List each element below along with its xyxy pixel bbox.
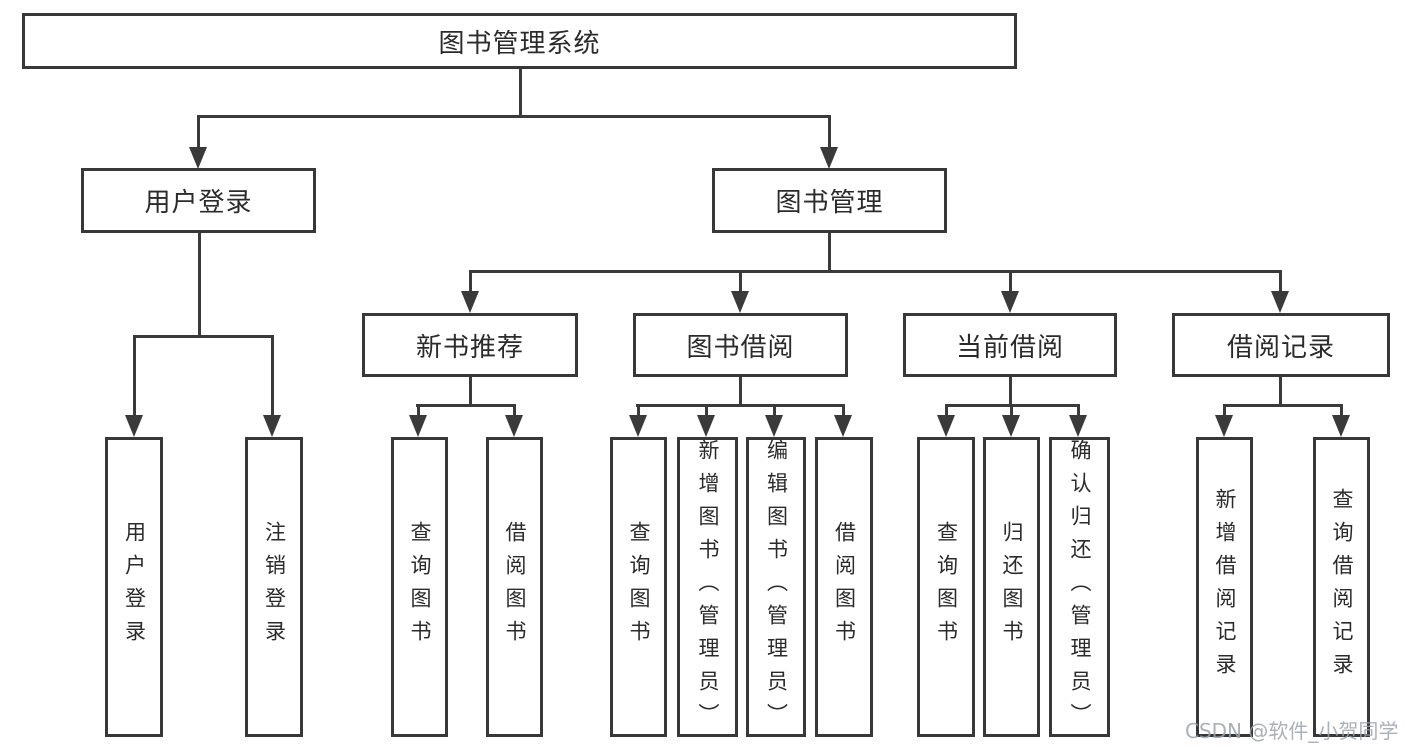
arrowhead-nb-query bbox=[409, 415, 427, 437]
arrowhead-login-leaf bbox=[125, 415, 143, 437]
arrowhead-cb-return bbox=[1002, 415, 1020, 437]
arrowhead-bb-query bbox=[629, 415, 647, 437]
leaf-nb-borrow-books: 借阅图书 bbox=[486, 437, 543, 737]
connector-drop-bb-edit bbox=[773, 404, 776, 416]
connector-drop-nb-borrow bbox=[513, 404, 516, 416]
leaf-br-query-record: 查询借阅记录 bbox=[1313, 437, 1370, 737]
connector-drop-current-borrow bbox=[1009, 270, 1012, 292]
connector-root-rail bbox=[197, 115, 831, 118]
leaf-cb-confirm-return-admin: 确认归还（管理员） bbox=[1049, 437, 1110, 737]
connector-new-book-rail bbox=[416, 404, 516, 407]
arrowhead-current-borrow bbox=[1001, 291, 1019, 313]
connector-drop-br-query bbox=[1340, 404, 1343, 416]
leaf-nb-query-books: 查询图书 bbox=[391, 437, 448, 737]
leaf-logout-label: 注销登录 bbox=[262, 521, 287, 653]
connector-drop-login-leaf bbox=[133, 335, 136, 416]
connector-root-drop-left bbox=[197, 115, 200, 148]
connector-drop-cb-query bbox=[945, 404, 948, 416]
leaf-user-login: 用户登录 bbox=[105, 437, 163, 737]
leaf-cb-query-books-label: 查询图书 bbox=[934, 521, 959, 653]
leaf-user-login-label: 用户登录 bbox=[122, 521, 147, 653]
node-current-borrowing: 当前借阅 bbox=[903, 313, 1117, 377]
leaf-logout: 注销登录 bbox=[245, 437, 303, 737]
arrowhead-book-borrow bbox=[731, 291, 749, 313]
connector-drop-cb-return bbox=[1010, 404, 1013, 416]
connector-book-borrow-stem bbox=[739, 377, 742, 407]
node-borrowing-records: 借阅记录 bbox=[1172, 313, 1390, 377]
connector-user-login-rail bbox=[133, 335, 274, 338]
connector-drop-cb-confirm bbox=[1077, 404, 1080, 416]
connector-drop-new-book bbox=[469, 270, 472, 292]
arrowhead-cb-query bbox=[937, 415, 955, 437]
leaf-bb-edit-books-admin: 编辑图书（管理员） bbox=[746, 437, 806, 737]
leaf-nb-borrow-books-label: 借阅图书 bbox=[503, 521, 527, 653]
connector-drop-book-borrow bbox=[739, 270, 742, 292]
leaf-bb-edit-books-admin-label: 编辑图书（管理员） bbox=[764, 438, 789, 736]
connector-borrow-record-rail bbox=[1223, 404, 1343, 407]
arrowhead-cb-confirm bbox=[1069, 415, 1087, 437]
arrowhead-borrow-record bbox=[1271, 291, 1289, 313]
leaf-cb-query-books: 查询图书 bbox=[917, 437, 975, 737]
arrowhead-bb-edit bbox=[765, 415, 783, 437]
connector-drop-nb-query bbox=[417, 404, 420, 416]
connector-root-drop-right bbox=[828, 115, 831, 148]
arrowhead-logout-leaf bbox=[263, 415, 281, 437]
arrowhead-book-management bbox=[820, 147, 838, 169]
leaf-br-query-record-label: 查询借阅记录 bbox=[1330, 488, 1354, 686]
leaf-bb-borrow-books: 借阅图书 bbox=[815, 437, 873, 737]
leaf-bb-add-books-admin: 新增图书（管理员） bbox=[677, 437, 738, 737]
connector-drop-bb-query bbox=[637, 404, 640, 416]
arrowhead-bb-add bbox=[697, 415, 715, 437]
connector-drop-borrow-record bbox=[1279, 270, 1282, 292]
leaf-cb-confirm-return-admin-label: 确认归还（管理员） bbox=[1068, 438, 1092, 736]
arrowhead-br-query bbox=[1332, 415, 1350, 437]
leaf-bb-query-books: 查询图书 bbox=[610, 437, 667, 737]
connector-drop-br-add bbox=[1223, 404, 1226, 416]
connector-book-mgmt-stem bbox=[828, 233, 831, 273]
node-book-management: 图书管理 bbox=[712, 168, 947, 233]
connector-drop-bb-add bbox=[705, 404, 708, 416]
leaf-bb-query-books-label: 查询图书 bbox=[627, 521, 651, 653]
node-new-book-recommend: 新书推荐 bbox=[362, 313, 578, 377]
connector-new-book-stem bbox=[469, 377, 472, 407]
connector-borrow-record-stem bbox=[1279, 377, 1282, 407]
arrowhead-new-book bbox=[461, 291, 479, 313]
node-user-login: 用户登录 bbox=[81, 168, 316, 233]
leaf-cb-return-books-label: 归还图书 bbox=[1000, 521, 1024, 653]
connector-book-borrow-rail bbox=[636, 404, 845, 407]
leaf-bb-borrow-books-label: 借阅图书 bbox=[832, 521, 857, 653]
connector-current-borrow-stem bbox=[1009, 377, 1012, 407]
arrowhead-nb-borrow bbox=[505, 415, 523, 437]
leaf-bb-add-books-admin-label: 新增图书（管理员） bbox=[696, 438, 720, 736]
node-library-management-system: 图书管理系统 bbox=[22, 13, 1017, 69]
arrowhead-bb-borrow bbox=[834, 415, 852, 437]
connector-root-stem bbox=[519, 69, 522, 117]
connector-user-login-stem bbox=[198, 232, 201, 338]
leaf-br-add-record: 新增借阅记录 bbox=[1196, 437, 1253, 737]
connector-book-mgmt-rail bbox=[469, 270, 1282, 273]
arrowhead-user-login bbox=[189, 147, 207, 169]
connector-drop-logout-leaf bbox=[271, 335, 274, 416]
leaf-br-add-record-label: 新增借阅记录 bbox=[1213, 488, 1237, 686]
leaf-nb-query-books-label: 查询图书 bbox=[408, 521, 432, 653]
connector-drop-bb-borrow bbox=[842, 404, 845, 416]
arrowhead-br-add bbox=[1215, 415, 1233, 437]
leaf-cb-return-books: 归还图书 bbox=[983, 437, 1040, 737]
csdn-watermark: CSDN @软件_小贺同学 bbox=[1185, 719, 1399, 743]
node-book-borrowing: 图书借阅 bbox=[633, 313, 848, 377]
